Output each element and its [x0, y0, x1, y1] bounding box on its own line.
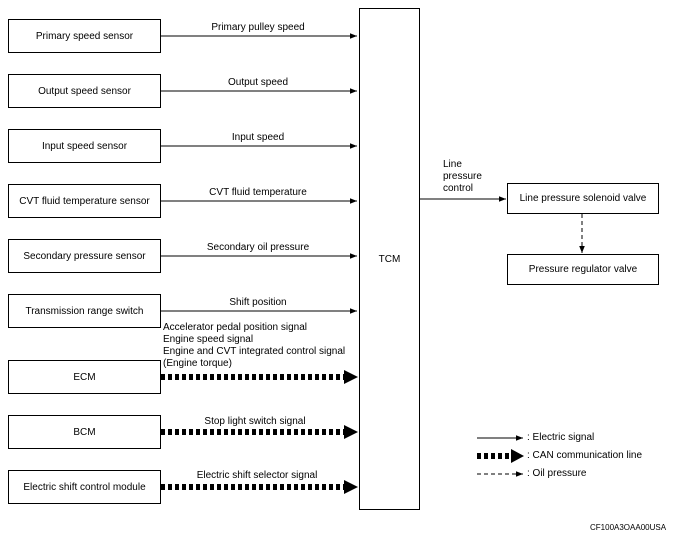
- cvt-fluid-temperature-sensor-box: CVT fluid temperature sensor: [8, 184, 161, 218]
- signal-label: Primary pulley speed: [211, 22, 305, 33]
- figure-code: CF100A3OAA00USA: [590, 523, 667, 532]
- signal-label: CVT fluid temperature: [209, 187, 307, 198]
- line-pressure-control-label: Line pressure control: [443, 159, 482, 195]
- signal-line: control: [443, 183, 474, 194]
- signal-label: Electric shift selector signal: [196, 470, 318, 481]
- pressure-regulator-valve-box: Pressure regulator valve: [507, 254, 659, 285]
- box-label: Line pressure solenoid valve: [519, 193, 647, 204]
- primary-speed-sensor-box: Primary speed sensor: [8, 19, 161, 53]
- bcm-box: BCM: [8, 415, 161, 449]
- signal-line: Engine speed signal: [163, 334, 254, 345]
- box-label: Electric shift control module: [23, 481, 146, 493]
- legend-oil-text: : Oil pressure: [527, 468, 587, 479]
- electric-shift-control-module-box: Electric shift control module: [8, 470, 161, 504]
- signal-line: Accelerator pedal position signal: [163, 322, 307, 333]
- box-label: CVT fluid temperature sensor: [19, 195, 150, 207]
- signal-line: Line: [443, 159, 462, 170]
- box-label: Output speed sensor: [38, 85, 131, 97]
- can-line-bcm: [161, 425, 358, 439]
- legend-electric-text: : Electric signal: [527, 432, 595, 443]
- tcm-label: TCM: [378, 253, 401, 265]
- legend-can-line: [477, 449, 524, 463]
- signal-label: Output speed: [227, 77, 289, 88]
- signal-line: (Engine torque): [163, 358, 232, 369]
- signal-line: pressure: [443, 171, 482, 182]
- input-speed-sensor-box: Input speed sensor: [8, 129, 161, 163]
- box-label: Input speed sensor: [41, 140, 128, 152]
- box-label: Transmission range switch: [25, 305, 144, 317]
- can-line-ecm: [161, 370, 358, 384]
- secondary-pressure-sensor-box: Secondary pressure sensor: [8, 239, 161, 273]
- signal-label: Input speed: [231, 132, 285, 143]
- output-speed-sensor-box: Output speed sensor: [8, 74, 161, 108]
- legend-can-text: : CAN communication line: [527, 450, 643, 461]
- signal-label: Stop light switch signal: [204, 416, 306, 427]
- box-label: ECM: [73, 371, 96, 383]
- line-pressure-solenoid-valve-box: Line pressure solenoid valve: [507, 183, 659, 214]
- box-label: Primary speed sensor: [35, 30, 134, 42]
- signal-line: Engine and CVT integrated control signal: [163, 346, 346, 357]
- tcm-box: TCM: [359, 8, 420, 510]
- signal-label: Secondary oil pressure: [206, 242, 310, 253]
- transmission-range-switch-box: Transmission range switch: [8, 294, 161, 328]
- box-label: Pressure regulator valve: [528, 264, 638, 275]
- signal-label: Shift position: [229, 297, 287, 308]
- box-label: Secondary pressure sensor: [23, 250, 146, 262]
- can-line-electric-shift: [161, 480, 358, 494]
- ecm-box: ECM: [8, 360, 161, 394]
- box-label: BCM: [73, 426, 96, 438]
- ecm-signal-label: Accelerator pedal position signal Engine…: [163, 322, 345, 370]
